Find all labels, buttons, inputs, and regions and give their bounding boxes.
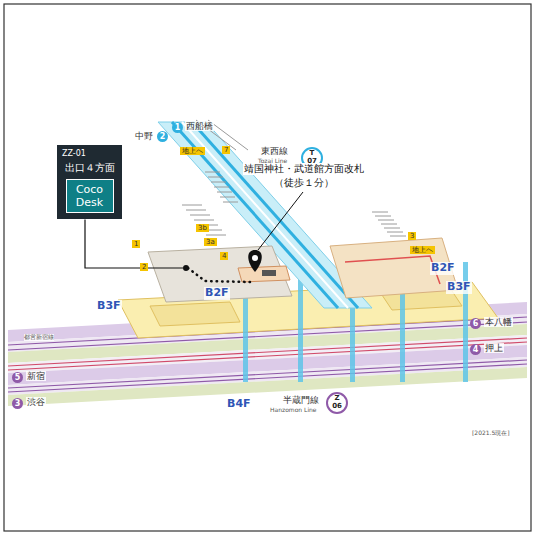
track-line [8,338,527,366]
hanzomon-badge [327,393,347,413]
stair-step [190,215,210,216]
stair-step [206,235,226,236]
floor-label: B3F [446,281,472,294]
exit-number: 4 [220,252,228,260]
badge-number: 06 [332,402,342,410]
exit-number: 1 [132,240,140,248]
exit-number: 3 [408,232,416,240]
destination-name: 中野 [134,131,154,141]
ticket-hall [238,266,290,282]
route-start [183,265,189,271]
stair-step [375,216,391,217]
exit-number: 2 [140,263,148,271]
destination-name: 本八幡 [484,317,513,327]
stair-step [390,236,406,237]
badge-letter: T [310,149,315,157]
route-line [345,256,440,284]
stair-step [217,192,232,193]
destination-name: 新宿 [26,371,46,381]
floor-label: B2F [204,287,230,300]
line-number: 4 [470,344,481,355]
date-note: [2021.5現在] [472,430,510,437]
line-number: 6 [470,318,481,329]
service-box: Coco Desk [66,179,114,213]
floor-label: B2F [430,262,456,275]
destination-name: 押上 [484,343,504,353]
exit-panel: ZZ-01 出口４方面 Coco Desk [57,145,122,219]
line-name: 半蔵門線 [282,395,320,405]
node-text: 出口４方面 [62,161,117,175]
floor-label: B3F [96,300,122,313]
destination-name: 西船橋 [185,121,214,131]
stair-step [384,228,400,229]
line-number: 5 [12,372,23,383]
callout-text: （徒歩１分） [273,177,335,189]
line-number: 1 [172,122,183,133]
line-name: 都営新宿線 [24,334,54,341]
leader-line [258,192,303,250]
node-heading: ZZ-01 [62,149,117,158]
badge-letter: Z [334,394,339,402]
exit-number: 3a [204,238,217,246]
track-line [8,364,527,392]
callout-text: 靖国神社・武道館方面改札 [243,163,365,175]
elevator-shaft [463,262,468,382]
stair-step [378,220,394,221]
stair-step [381,224,397,225]
line-number: 2 [157,131,168,142]
stair-step [182,205,202,206]
stair-step [220,197,235,198]
stair-step [223,202,238,203]
stair-step [387,232,403,233]
location-pin [248,250,262,272]
stair-step [211,182,226,183]
ticket-gate [262,270,276,276]
platform-band [8,367,527,406]
b3f-corridor [150,302,240,326]
walking-route [188,268,250,282]
stair-step [372,212,388,213]
b2f-concourse-left [148,246,292,302]
exit-number: 3b [196,224,209,232]
stairs [182,120,406,236]
tozai-platform-edge [182,122,348,308]
stair-step [214,187,229,188]
b2f-concourse-right [330,238,458,298]
frame [4,4,531,531]
panel-leader [85,219,183,268]
exit-sign: 地上へ [410,246,435,254]
location-pin-dot [252,255,258,261]
exit-number: 7 [222,146,230,154]
stair-step [194,220,214,221]
destination-name: 渋谷 [26,397,46,407]
track-line [8,342,527,370]
stair-step [205,172,220,173]
line-name-en: Hanzomon Line [270,407,317,414]
node-heading: Coco Desk [69,183,111,209]
floor-label: B4F [226,398,252,411]
stair-step [208,177,223,178]
track-line [8,360,527,388]
b2f-level [148,238,458,302]
line-name: 東西線 [260,146,289,156]
exit-sign: 地上へ [180,147,205,155]
line-number: 3 [12,398,23,409]
stair-step [186,210,206,211]
